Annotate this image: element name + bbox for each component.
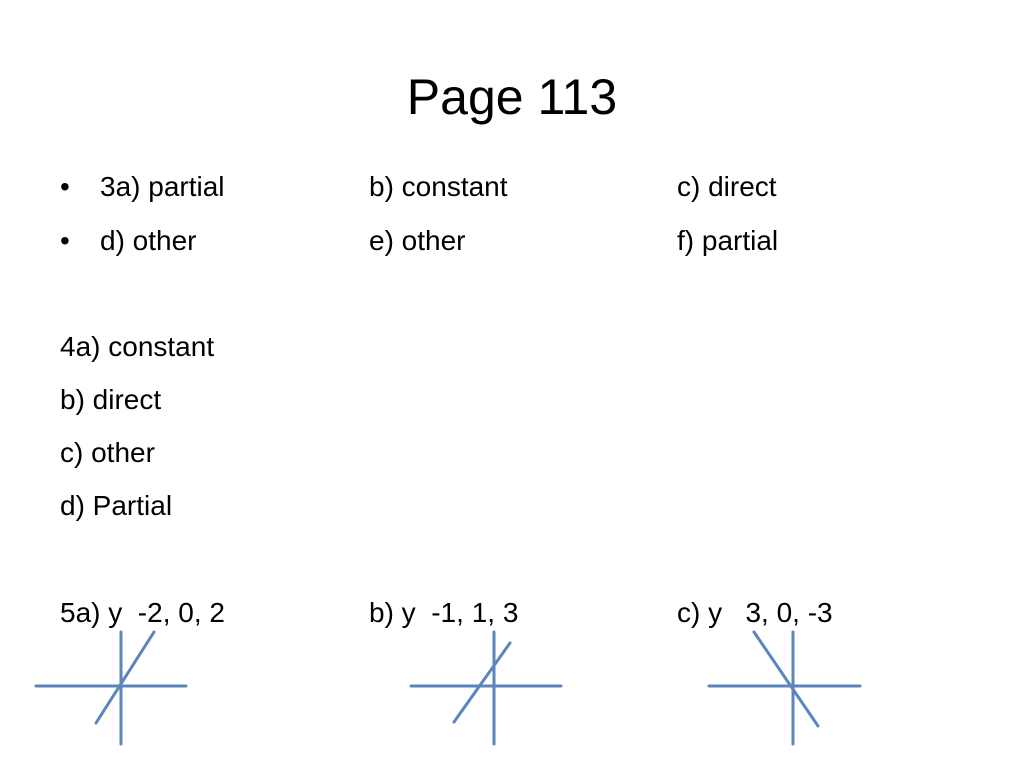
slide-title: Page 113 xyxy=(406,69,618,125)
answer-4d: d) Partial xyxy=(60,490,173,521)
graph-5b xyxy=(408,628,568,750)
graph-5c xyxy=(706,628,866,750)
bullet-icon: • xyxy=(60,225,70,256)
graph-line xyxy=(452,641,512,724)
graph-line xyxy=(752,630,820,728)
answer-5b: b) y -1, 1, 3 xyxy=(369,597,519,628)
answer-4a: 4a) constant xyxy=(60,331,215,362)
graph-5a xyxy=(34,628,194,750)
answer-4c: c) other xyxy=(60,437,155,468)
answer-3f: f) partial xyxy=(677,225,779,256)
answer-5c: c) y 3, 0, -3 xyxy=(677,597,833,628)
answer-3b: b) constant xyxy=(369,171,508,202)
answer-4b: b) direct xyxy=(60,384,162,415)
graph-line xyxy=(94,630,156,725)
bullet-icon: • xyxy=(60,171,70,202)
answer-3a: 3a) partial xyxy=(100,171,225,202)
answer-5a: 5a) y -2, 0, 2 xyxy=(60,597,225,628)
answer-3e: e) other xyxy=(369,225,466,256)
answer-3c: c) direct xyxy=(677,171,777,202)
answer-3d: d) other xyxy=(100,225,197,256)
